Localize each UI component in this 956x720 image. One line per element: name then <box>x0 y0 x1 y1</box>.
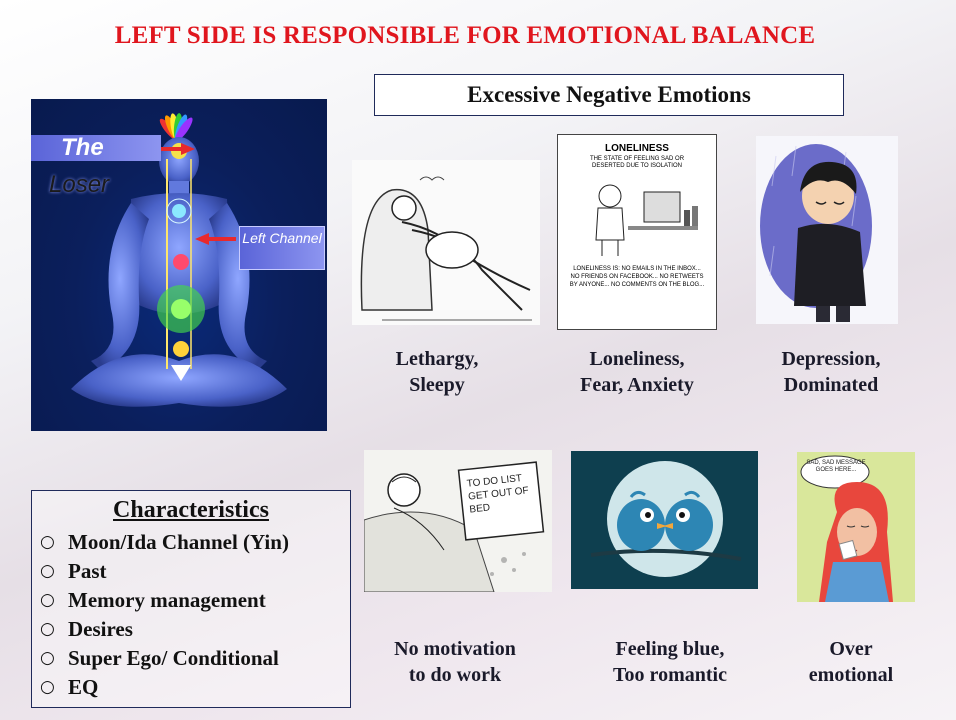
birds-on-branch-illustration <box>590 461 742 577</box>
section-heading: Excessive Negative Emotions <box>467 82 751 107</box>
comic-body-text: LONELINESS IS: NO EMAILS IN THE INBOX...… <box>569 266 705 288</box>
caption-no-motivation-line1: No motivation <box>394 638 516 660</box>
caption-over-emotional-line1: Over <box>829 638 873 660</box>
list-item: ○Super Ego/ Conditional <box>40 644 350 673</box>
feeling-blue-illustration <box>571 451 758 589</box>
list-item: ○EQ <box>40 673 350 702</box>
circle-bullet-icon: ○ <box>40 648 55 668</box>
characteristics-list: ○Moon/Ida Channel (Yin) ○Past ○Memory ma… <box>32 528 350 702</box>
caption-lethargy: Lethargy, Sleepy <box>352 346 522 398</box>
list-item: ○Past <box>40 557 350 586</box>
list-item: ○Moon/Ida Channel (Yin) <box>40 528 350 557</box>
caption-lethargy-line1: Lethargy, <box>395 348 479 370</box>
speech-bubble-text: SAD, SAD MESSAGE GOES HERE... <box>806 460 866 473</box>
person-at-computer-sketch <box>595 184 698 256</box>
caption-feeling-blue: Feeling blue, Too romantic <box>585 636 755 688</box>
lethargy-cartoon <box>352 160 540 325</box>
comic-subtitle: THE STATE OF FEELING SAD OR DESERTED DUE… <box>589 156 685 169</box>
list-item: ○Memory management <box>40 586 350 615</box>
characteristics-box: Characteristics ○Moon/Ida Channel (Yin) … <box>31 490 351 708</box>
caption-feeling-blue-line1: Feeling blue, <box>615 638 725 660</box>
slide-title: LEFT SIDE IS RESPONSIBLE FOR EMOTIONAL B… <box>114 22 816 49</box>
todo-note-text: TO DO LIST GET OUT OF BED <box>466 472 530 516</box>
man-in-bed-sketch <box>364 461 545 592</box>
loser-label: Loser <box>49 171 110 198</box>
caption-loneliness-line2: Fear, Anxiety <box>580 374 694 396</box>
sleeping-man-sketch <box>360 176 532 321</box>
circle-bullet-icon: ○ <box>40 561 55 581</box>
depression-cartoon <box>756 136 898 324</box>
caption-feeling-blue-line2: Too romantic <box>613 664 727 686</box>
caption-depression-line2: Dominated <box>783 374 879 396</box>
chakra-figure-panel: The Loser Left Channel <box>31 99 327 431</box>
the-label: The <box>31 135 161 161</box>
circle-bullet-icon: ○ <box>40 677 55 697</box>
caption-depression: Depression, Dominated <box>746 346 916 398</box>
caption-over-emotional-line2: emotional <box>808 664 894 686</box>
caption-over-emotional: Over emotional <box>766 636 936 688</box>
meditating-figure-illustration <box>71 113 287 407</box>
circle-bullet-icon: ○ <box>40 619 55 639</box>
caption-lethargy-line2: Sleepy <box>409 374 465 396</box>
caption-no-motivation: No motivation to do work <box>370 636 540 688</box>
list-item: ○Desires <box>40 615 350 644</box>
characteristics-heading: Characteristics <box>113 497 269 523</box>
over-emotional-illustration: SAD, SAD MESSAGE GOES HERE... <box>797 452 915 602</box>
circle-bullet-icon: ○ <box>40 532 55 552</box>
caption-depression-line1: Depression, <box>781 348 881 370</box>
no-motivation-cartoon: TO DO LIST GET OUT OF BED <box>364 450 552 592</box>
sad-boy-illustration <box>760 144 872 322</box>
caption-no-motivation-line2: to do work <box>408 664 502 686</box>
left-channel-label: Left Channel <box>239 226 325 270</box>
caption-loneliness: Loneliness, Fear, Anxiety <box>552 346 722 398</box>
crying-woman-illustration <box>797 452 915 602</box>
comic-title: LONELINESS <box>605 143 669 154</box>
loneliness-comic: LONELINESS THE STATE OF FEELING SAD OR D… <box>557 134 717 330</box>
caption-loneliness-line1: Loneliness, <box>589 348 685 370</box>
section-heading-box: Excessive Negative Emotions <box>374 74 844 116</box>
circle-bullet-icon: ○ <box>40 590 55 610</box>
